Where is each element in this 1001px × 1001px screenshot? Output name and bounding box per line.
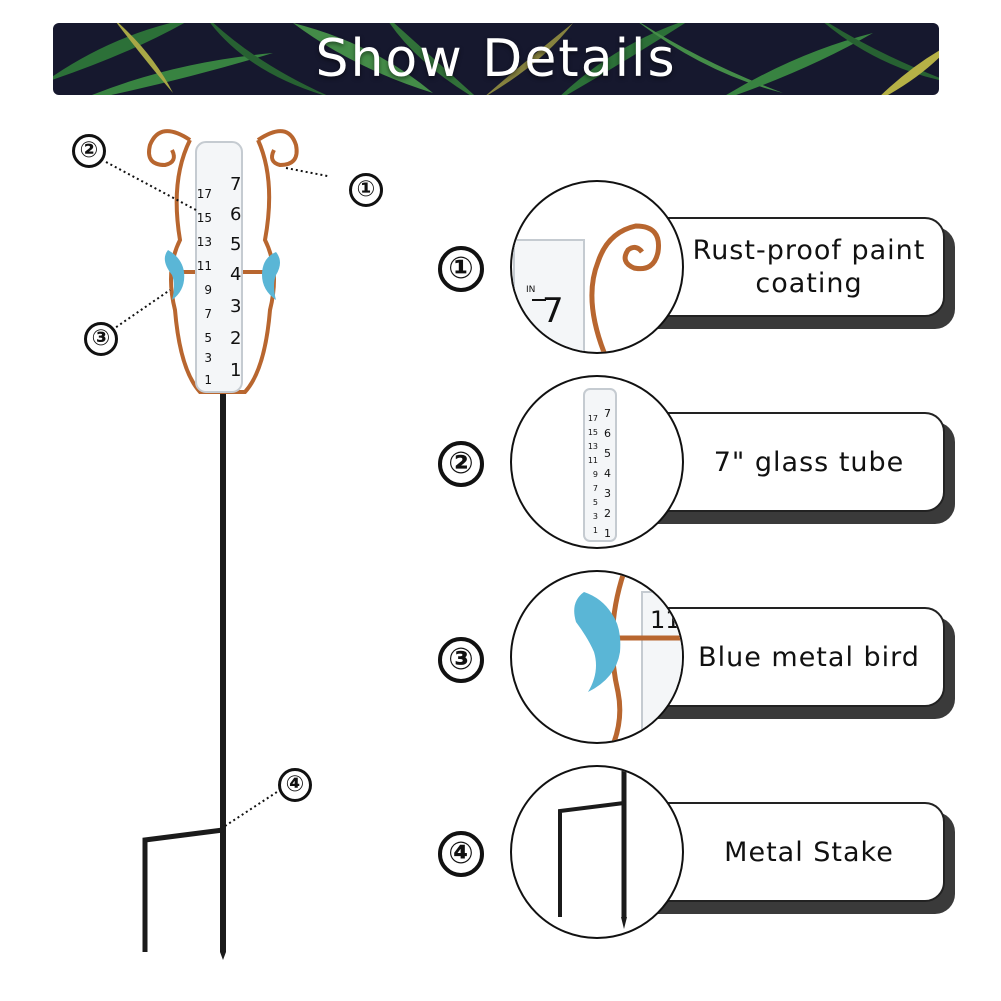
svg-text:17: 17 <box>197 187 212 201</box>
svg-text:5: 5 <box>230 234 241 255</box>
svg-text:3: 3 <box>230 296 241 317</box>
blue-bird-left <box>164 250 185 300</box>
svg-text:13: 13 <box>197 235 212 249</box>
blue-bird-right <box>262 252 280 300</box>
svg-text:7: 7 <box>593 484 598 493</box>
feature-rust-proof: Rust-proof paint coating IN 7 <box>510 180 960 354</box>
feature-label: Metal Stake <box>724 836 894 868</box>
svg-text:4: 4 <box>230 264 241 285</box>
marker-4: ④ <box>278 768 312 802</box>
glass-tube <box>195 141 243 393</box>
svg-text:2: 2 <box>230 328 241 349</box>
svg-text:2: 2 <box>604 507 611 520</box>
svg-text:9: 9 <box>204 283 212 297</box>
svg-text:17: 17 <box>588 414 598 423</box>
svg-text:1: 1 <box>230 360 241 381</box>
svg-text:11: 11 <box>197 259 212 273</box>
callout-number-4: ④ <box>438 831 484 877</box>
svg-text:7: 7 <box>542 291 564 331</box>
stake-prong <box>142 827 224 952</box>
svg-text:6: 6 <box>230 204 241 225</box>
svg-text:9: 9 <box>593 470 598 479</box>
svg-text:3: 3 <box>604 487 611 500</box>
svg-text:7: 7 <box>204 307 212 321</box>
svg-text:7: 7 <box>604 407 611 420</box>
marker-2: ② <box>72 134 106 168</box>
svg-text:3: 3 <box>593 512 598 521</box>
svg-text:5: 5 <box>204 331 212 345</box>
feature-blue-bird: Blue metal bird 11 <box>510 570 960 744</box>
feature-label: 7" glass tube <box>713 446 905 478</box>
svg-text:3: 3 <box>204 351 212 365</box>
callout-number-3: ③ <box>438 637 484 683</box>
svg-text:7: 7 <box>230 174 241 195</box>
banner: Show Details <box>53 23 939 95</box>
closeup-tube: 17 15 13 11 9 7 5 3 1 7 6 5 4 3 2 1 <box>510 375 684 549</box>
svg-text:11: 11 <box>588 456 598 465</box>
callout-number-2: ② <box>438 441 484 487</box>
closeup-stake <box>510 765 684 939</box>
stake-pole <box>220 392 226 952</box>
rain-gauge-illustration: 17 15 13 11 9 7 5 3 1 7 6 5 4 3 2 1 <box>105 129 330 960</box>
svg-text:5: 5 <box>593 498 598 507</box>
svg-text:6: 6 <box>604 427 611 440</box>
feature-glass-tube: 7" glass tube 17 15 13 11 9 7 5 3 1 7 6 … <box>510 375 960 549</box>
svg-text:15: 15 <box>588 428 598 437</box>
leaf-pattern <box>53 23 939 95</box>
svg-text:15: 15 <box>197 211 212 225</box>
marker-3: ③ <box>84 322 118 356</box>
svg-text:5: 5 <box>604 447 611 460</box>
svg-text:IN: IN <box>526 285 535 295</box>
svg-text:4: 4 <box>604 467 611 480</box>
callout-number-1: ① <box>438 246 484 292</box>
feature-label: Blue metal bird <box>698 641 920 673</box>
closeup-bird: 11 <box>510 570 684 744</box>
svg-text:1: 1 <box>593 526 598 535</box>
marker-1: ① <box>349 173 383 207</box>
svg-text:1: 1 <box>204 373 212 387</box>
closeup-coating: IN 7 <box>510 180 684 354</box>
feature-label: Rust-proof paint coating <box>692 235 926 299</box>
svg-text:13: 13 <box>588 442 598 451</box>
svg-text:1: 1 <box>604 527 611 540</box>
tube-scale: 17 15 13 11 9 7 5 3 1 7 6 5 4 3 2 1 <box>197 174 242 387</box>
feature-metal-stake: Metal Stake <box>510 765 960 939</box>
banner-title: Show Details <box>315 29 677 89</box>
